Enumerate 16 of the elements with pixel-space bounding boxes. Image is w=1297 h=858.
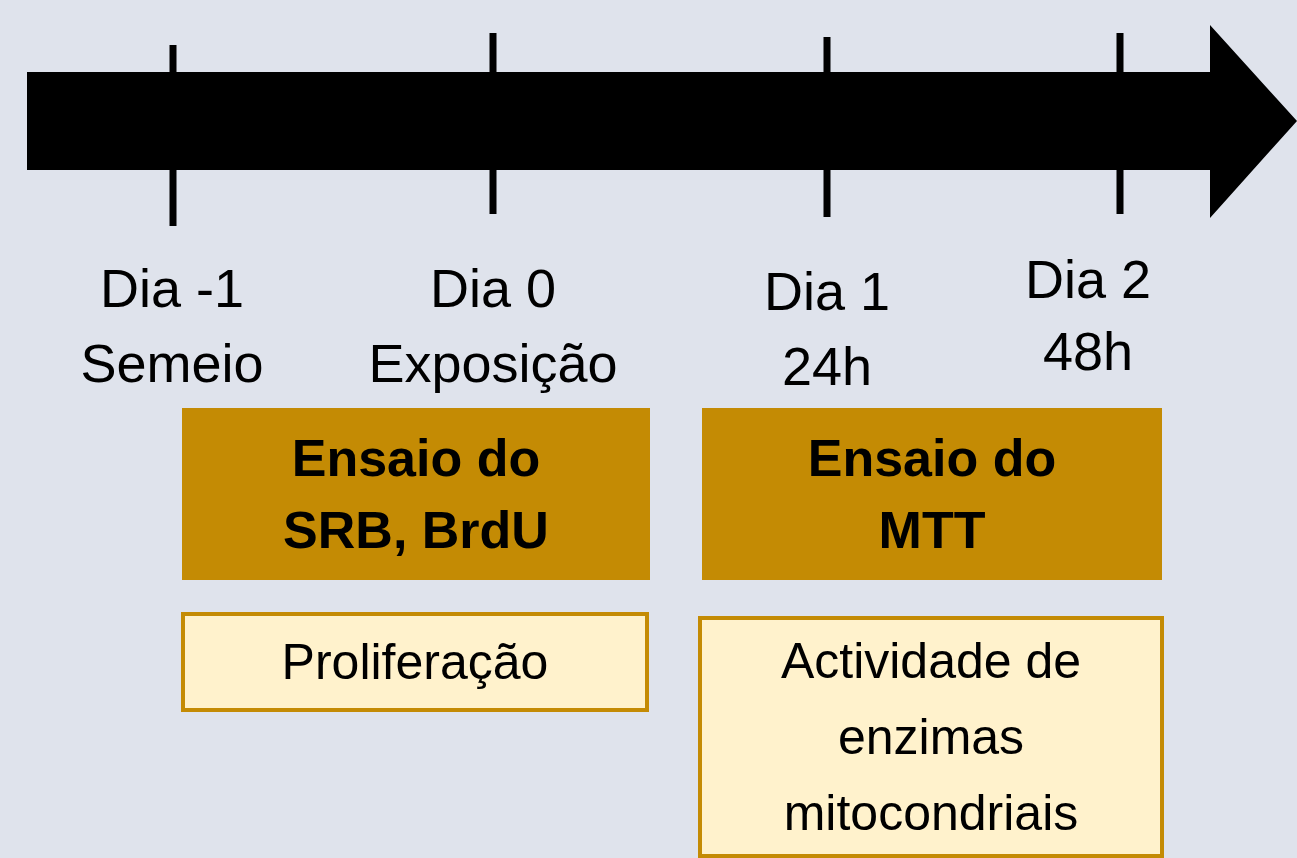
- day-label: Dia -1: [100, 258, 244, 318]
- day-label: Dia 1: [763, 261, 891, 321]
- day-label: Dia 0: [429, 258, 557, 318]
- outcome-box: [181, 612, 649, 712]
- box-text: Actividade de enzimas mitocondriais: [779, 632, 1083, 843]
- box-text: Proliferação: [280, 633, 550, 692]
- outcome-box: [698, 616, 1164, 858]
- timepoint-label: 48h: [1042, 321, 1134, 381]
- timepoint-label: 24h: [781, 336, 873, 396]
- assay-box: [702, 408, 1162, 580]
- timepoint-label: Exposição: [368, 333, 618, 393]
- box-text: Ensaio do MTT: [806, 428, 1058, 561]
- timepoint-label: Semeio: [80, 333, 264, 393]
- day-label: Dia 2: [1024, 249, 1152, 309]
- assay-box: [182, 408, 650, 580]
- box-text: Ensaio do SRB, BrdU: [282, 428, 550, 561]
